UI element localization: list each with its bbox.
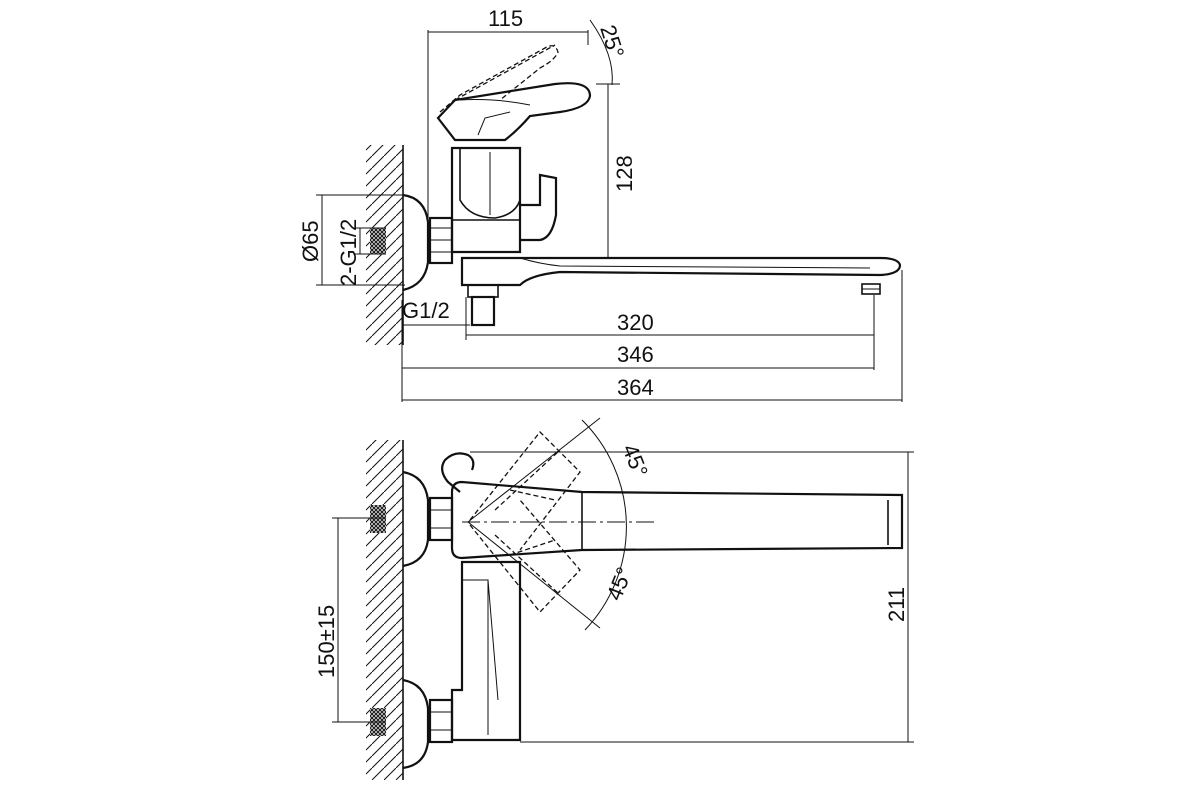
inlet-thread-knurl-top xyxy=(370,228,386,254)
dim-label-150-15: 150±15 xyxy=(314,605,339,678)
dim-label-diameter-65: Ø65 xyxy=(298,220,323,262)
dimension-lines-front xyxy=(332,451,914,743)
dim-label-2-g1-2: 2-G1/2 xyxy=(336,219,361,286)
dim-label-128: 128 xyxy=(612,155,637,192)
connector-nut-upper-front xyxy=(428,496,454,542)
lever-top xyxy=(436,44,592,142)
dim-label-320: 320 xyxy=(617,310,654,335)
spout-top xyxy=(460,256,902,295)
front-view: 45° 45° 150±15 211 xyxy=(314,417,914,780)
dim-label-g1-2: G1/2 xyxy=(402,298,450,323)
angle-dimension-front xyxy=(462,417,655,631)
dim-label-346: 346 xyxy=(617,342,654,367)
wall-flange-upper-front xyxy=(402,470,430,568)
dimension-lines-top xyxy=(316,19,903,402)
dim-label-25deg: 25° xyxy=(595,22,629,61)
top-view: 115 25° 128 Ø65 2-G1/2 G1/2 320 346 364 xyxy=(298,6,903,402)
dim-label-364: 364 xyxy=(617,375,654,400)
dim-label-115: 115 xyxy=(488,6,523,31)
wall-flange-top xyxy=(402,193,430,292)
wall-flange-lower-front xyxy=(402,678,430,770)
spout-front xyxy=(450,480,904,560)
mixer-body-front xyxy=(450,560,522,742)
connector-nut-top xyxy=(428,216,454,265)
hand-shower-hook xyxy=(441,452,475,493)
connector-nut-lower-front xyxy=(428,698,454,744)
dim-label-45deg-down: 45° xyxy=(601,564,637,604)
outlet-connector-top xyxy=(467,284,499,327)
dim-label-45deg-up: 45° xyxy=(617,441,653,481)
inlet-thread-knurl-upper xyxy=(370,505,386,533)
dim-label-211: 211 xyxy=(884,587,909,622)
mixer-body-top xyxy=(450,146,558,254)
